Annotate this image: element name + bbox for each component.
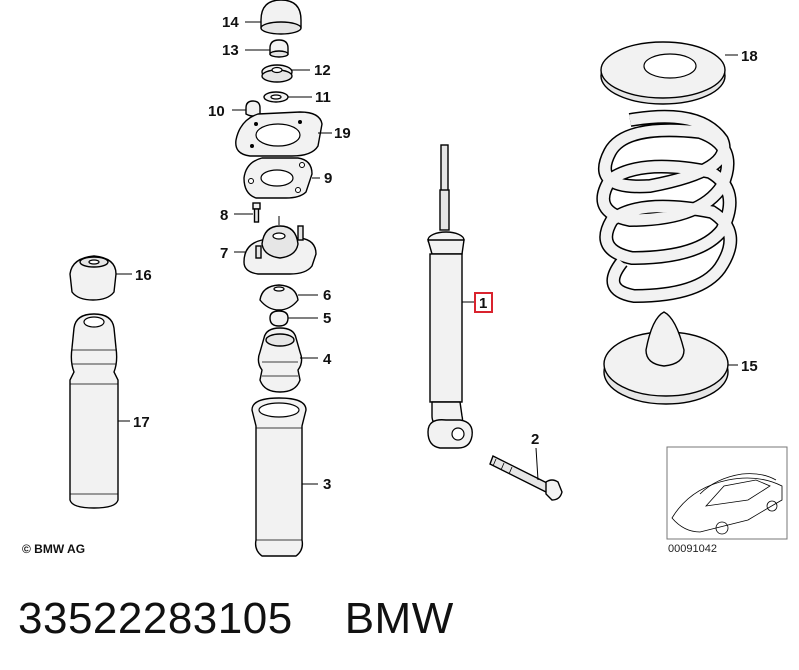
callout-15: 15 bbox=[741, 358, 758, 375]
callout-17: 17 bbox=[133, 414, 150, 431]
callout-5: 5 bbox=[323, 310, 331, 327]
callout-12: 12 bbox=[314, 62, 331, 79]
part-19-plate bbox=[235, 111, 323, 157]
callout-10: 10 bbox=[208, 103, 225, 120]
part-12-washer bbox=[261, 64, 293, 83]
callout-1: 1 bbox=[479, 295, 487, 312]
part-14-cap bbox=[260, 0, 302, 35]
callout-18: 18 bbox=[741, 48, 758, 65]
part-17-protective-tube bbox=[69, 313, 119, 509]
callout-19: 19 bbox=[334, 125, 351, 142]
callout-6: 6 bbox=[323, 287, 331, 304]
brand-name: BMW bbox=[344, 594, 454, 643]
part-9-gasket bbox=[243, 157, 313, 199]
leader-lines bbox=[116, 21, 738, 485]
callout-3: 3 bbox=[323, 476, 331, 493]
callout-7: 7 bbox=[220, 245, 228, 262]
exploded-parts-diagram: 00091042 14 13 12 11 10 19 9 8 7 6 5 4 3… bbox=[22, 0, 788, 557]
part-3-dust-boot bbox=[251, 397, 307, 557]
copyright-label: © BMW AG bbox=[22, 542, 85, 556]
part-18-spring-seat bbox=[600, 41, 726, 105]
part-13-nut bbox=[269, 39, 289, 58]
callout-14: 14 bbox=[222, 14, 239, 31]
part-number: 33522283105 bbox=[18, 594, 293, 643]
callout-11: 11 bbox=[315, 89, 331, 106]
callout-9: 9 bbox=[324, 170, 332, 187]
part-8-bolt bbox=[252, 202, 261, 223]
part-11-washer bbox=[263, 91, 289, 103]
callout-4: 4 bbox=[323, 351, 332, 368]
part-5-ring bbox=[269, 310, 289, 327]
part-6-cup bbox=[259, 284, 299, 311]
part-1-highlight-box bbox=[474, 292, 493, 313]
part-16-bump-stop bbox=[69, 255, 117, 301]
part-7-strut-mount bbox=[243, 216, 317, 275]
callout-8: 8 bbox=[220, 207, 228, 224]
reference-number: 00091042 bbox=[668, 543, 717, 555]
part-2-bolt bbox=[489, 455, 563, 501]
car-thumbnail: 00091042 bbox=[666, 446, 788, 555]
callout-13: 13 bbox=[222, 42, 239, 59]
callout-16: 16 bbox=[135, 267, 152, 284]
part-15-lower-seat bbox=[603, 311, 729, 405]
part-1-shock-absorber bbox=[427, 144, 473, 449]
part-4-bump-stop bbox=[257, 327, 303, 393]
footer: 33522283105 BMW bbox=[18, 584, 454, 654]
coil-spring bbox=[596, 109, 738, 304]
callout-2: 2 bbox=[531, 431, 539, 448]
